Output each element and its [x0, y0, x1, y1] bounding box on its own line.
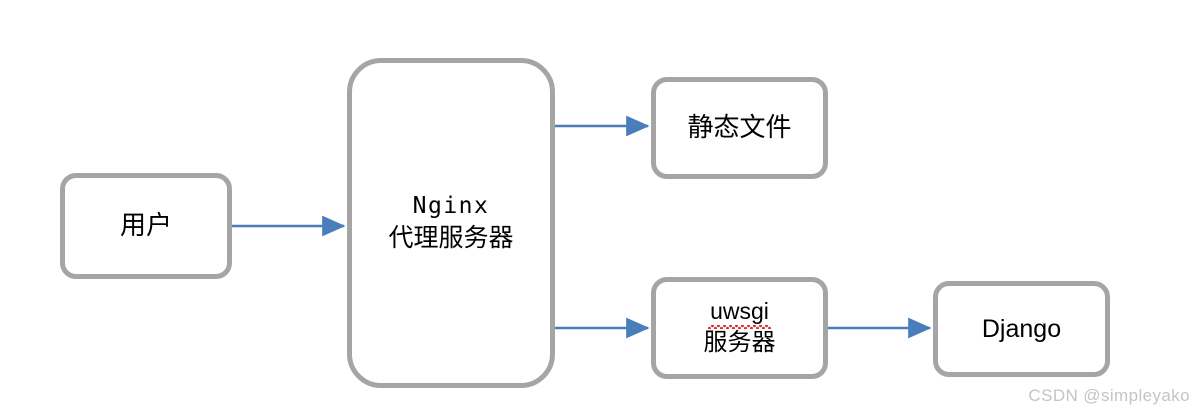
node-static-files[interactable]: 静态文件	[651, 77, 828, 179]
node-user-label: 用户	[119, 210, 172, 241]
node-uwsgi-label-primary: uwsgi	[708, 297, 771, 330]
node-uwsgi-server[interactable]: uwsgi 服务器	[651, 277, 828, 379]
node-django-label: Django	[981, 315, 1062, 343]
node-nginx-label-primary: Nginx	[412, 193, 490, 220]
node-uwsgi-label-secondary: 服务器	[703, 329, 776, 357]
node-nginx-proxy[interactable]: Nginx 代理服务器	[347, 58, 555, 388]
node-django[interactable]: Django	[933, 281, 1110, 377]
watermark: CSDN @simpleyako	[1028, 386, 1190, 405]
node-user[interactable]: 用户	[60, 173, 232, 279]
node-nginx-label-secondary: 代理服务器	[388, 223, 514, 252]
node-static-files-label: 静态文件	[687, 112, 792, 143]
